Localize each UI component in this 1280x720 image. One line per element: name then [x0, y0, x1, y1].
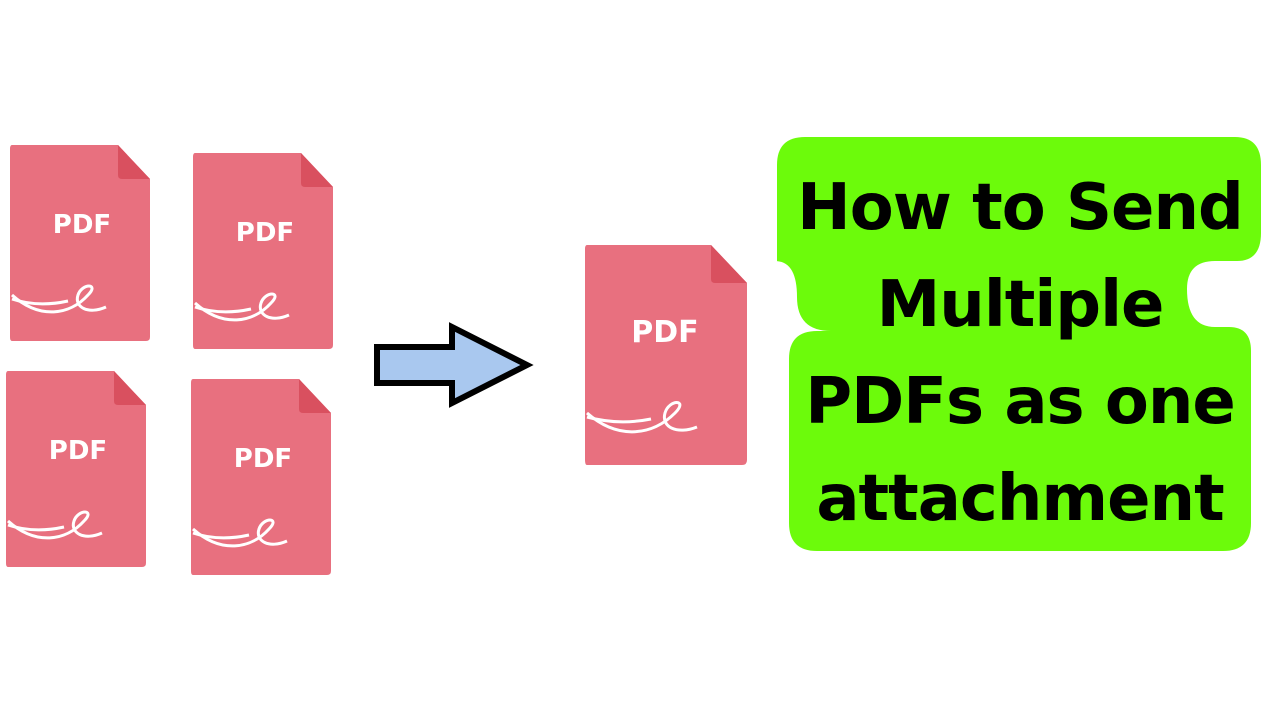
title-line-2: Multiple — [876, 268, 1165, 342]
title-line-4: attachment — [816, 462, 1224, 536]
pdf-file-label: PDF — [53, 210, 111, 240]
title-line-3: PDFs as one — [805, 365, 1236, 439]
title-bubble — [777, 137, 1261, 551]
merged-pdf-file-icon: PDF — [585, 245, 747, 465]
page-title: How to Send Multiple PDFs as one attachm… — [785, 160, 1255, 548]
pdf-file-label: PDF — [234, 444, 292, 474]
pdf-file-label: PDF — [236, 218, 294, 248]
pdf-file-label: PDF — [631, 315, 698, 350]
pdf-file-icon-2: PDF — [193, 153, 333, 349]
pdf-file-label: PDF — [49, 436, 107, 466]
title-line-1: How to Send — [797, 171, 1244, 245]
pdf-file-icon-3: PDF — [6, 371, 146, 567]
right-arrow-icon — [374, 322, 534, 408]
pdf-file-icon-1: PDF — [10, 145, 150, 341]
pdf-file-icon-4: PDF — [191, 379, 331, 575]
